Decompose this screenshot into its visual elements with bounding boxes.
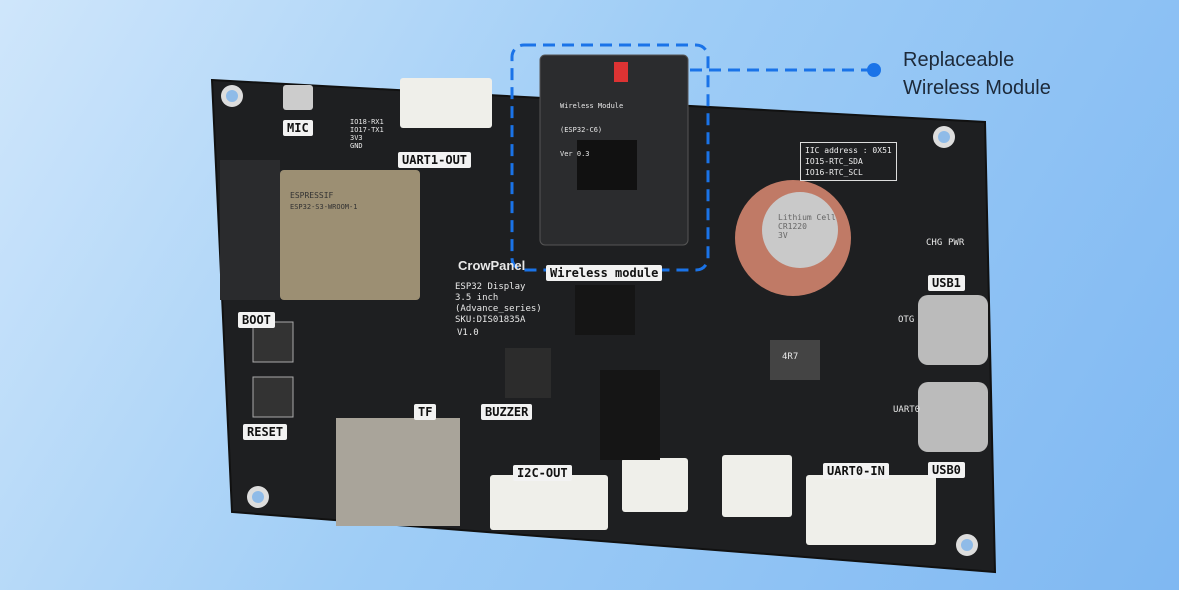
- reset-button: [252, 376, 294, 418]
- microphone: [283, 85, 313, 110]
- module-version: Ver 0.3: [560, 150, 590, 158]
- i2c-connector: [490, 475, 608, 530]
- callout-text: Replaceable Wireless Module: [903, 46, 1051, 102]
- esp32-module-shield: [280, 170, 420, 300]
- module-title-text: Wireless Module: [560, 102, 624, 110]
- label-usb0: USB0: [928, 462, 965, 478]
- board-version: V1.0: [457, 328, 479, 338]
- chg-label: CHG: [926, 238, 943, 248]
- usb1-port: [918, 295, 988, 365]
- label-usb1: USB1: [928, 275, 965, 291]
- module-title: Wireless Module (ESP32-C6) Ver 0.3: [560, 86, 623, 166]
- label-uart0-in: UART0-IN: [823, 463, 889, 479]
- label-wireless-module: Wireless module: [546, 265, 663, 281]
- uart0-label: UART0: [893, 405, 921, 415]
- board-info: ESP32 Display 3.5 inch (Advance_series) …: [455, 282, 542, 325]
- uart1-connector: [400, 78, 492, 128]
- buzzer: [505, 348, 551, 398]
- label-i2c-out: I2C-OUT: [513, 465, 572, 481]
- label-tf: TF: [414, 404, 437, 420]
- uart0-connector: [806, 475, 936, 545]
- boot-button: [252, 321, 294, 363]
- callout-line1: Replaceable: [903, 49, 1015, 71]
- coin-cell: [762, 192, 838, 268]
- callout-line2: Wireless Module: [903, 77, 1051, 99]
- module-chip: (ESP32-C6): [560, 126, 603, 134]
- pwr-label: PWR: [948, 238, 965, 248]
- callout-dot: [867, 63, 881, 77]
- esp-brand: ESPRESSIF: [290, 191, 334, 200]
- usb0-port: [918, 382, 988, 452]
- label-mic: MIC: [283, 120, 313, 136]
- iic-sda: IO15-RTC_SDA: [805, 157, 863, 166]
- label-buzzer: BUZZER: [481, 404, 533, 420]
- brand-logo: CrowPanel: [458, 258, 526, 273]
- uart-pin-labels: IO18-RX1 IO17-TX1 3V3 GND: [350, 118, 384, 150]
- tf-slot: [336, 418, 460, 526]
- iic-scl: IO16-RTC_SCL: [805, 168, 863, 177]
- iic-info-box: IIC address : 0X51 IO15-RTC_SDA IO16-RTC…: [800, 142, 897, 181]
- label-boot: BOOT: [238, 312, 275, 328]
- otg-label: OTG: [898, 315, 915, 325]
- battery-text: Lithium Cell CR1220 3V: [778, 213, 836, 240]
- iic-address: IIC address : 0X51: [805, 146, 892, 155]
- esp-model: ESP32-S3-WROOM-1: [290, 203, 358, 211]
- label-reset: RESET: [243, 424, 288, 440]
- inductor-label: 4R7: [782, 352, 799, 362]
- label-uart1-out: UART1-OUT: [398, 152, 472, 168]
